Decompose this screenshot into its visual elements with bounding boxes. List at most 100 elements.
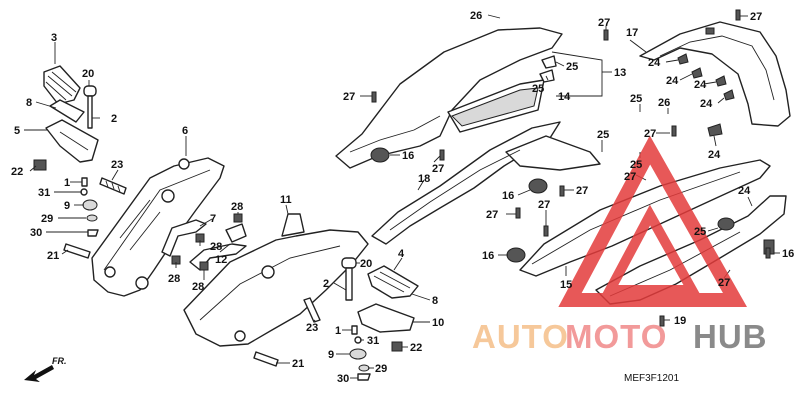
callout-16: 16 bbox=[402, 150, 414, 162]
callout-24: 24 bbox=[666, 75, 679, 87]
callout-12: 12 bbox=[215, 254, 227, 266]
callout-17: 17 bbox=[626, 27, 638, 39]
callout-5: 5 bbox=[14, 125, 20, 137]
rear-cowl-side-18 bbox=[371, 121, 601, 245]
front-arrow: FR. bbox=[24, 356, 67, 382]
callout-31: 31 bbox=[367, 335, 379, 347]
callout-23: 23 bbox=[111, 159, 123, 171]
callout-14: 14 bbox=[558, 91, 571, 103]
rear-cowl-upper bbox=[335, 27, 563, 169]
drawing-code: MEF3F1201 bbox=[624, 373, 679, 384]
callout-27: 27 bbox=[624, 171, 636, 183]
grommets-16-upper bbox=[370, 147, 390, 163]
pin-upper bbox=[83, 85, 97, 129]
callout-22: 22 bbox=[11, 166, 23, 178]
callout-4: 4 bbox=[398, 248, 405, 260]
callout-28: 28 bbox=[231, 201, 243, 213]
step-holder-bracket bbox=[91, 157, 225, 297]
callout-27: 27 bbox=[598, 17, 610, 29]
callout-20: 20 bbox=[82, 68, 94, 80]
watermark-moto: MOTO bbox=[565, 318, 667, 355]
stay-7 bbox=[161, 219, 207, 257]
front-label: FR. bbox=[52, 356, 67, 366]
callout-29: 29 bbox=[41, 213, 53, 225]
callout-24: 24 bbox=[648, 57, 661, 69]
callout-8: 8 bbox=[432, 295, 438, 307]
clips-25-upper bbox=[539, 55, 557, 83]
callout-28: 28 bbox=[210, 241, 222, 253]
callout-10: 10 bbox=[432, 317, 444, 329]
callout-27: 27 bbox=[343, 91, 355, 103]
grommets-16-lower bbox=[506, 217, 735, 263]
pin-center bbox=[341, 257, 357, 301]
callout-27: 27 bbox=[750, 11, 762, 23]
callout-25: 25 bbox=[630, 159, 642, 171]
callout-1: 1 bbox=[64, 177, 70, 189]
watermark-hub: HUB bbox=[693, 318, 768, 355]
callout-26: 26 bbox=[470, 10, 482, 22]
callout-28: 28 bbox=[168, 273, 180, 285]
callout-27: 27 bbox=[576, 185, 588, 197]
callout-21: 21 bbox=[47, 250, 59, 262]
callout-24: 24 bbox=[700, 98, 713, 110]
bolt-21-left bbox=[63, 243, 91, 259]
callout-7: 7 bbox=[210, 213, 216, 225]
callout-2: 2 bbox=[323, 278, 329, 290]
bolt-small-left bbox=[33, 159, 47, 171]
callout-labels: 3 20 8 2 5 22 1 31 9 29 30 21 6 23 7 28 … bbox=[11, 10, 794, 385]
callout-11: 11 bbox=[280, 194, 292, 206]
callout-6: 6 bbox=[182, 125, 188, 137]
callout-30: 30 bbox=[30, 227, 42, 239]
callout-22: 22 bbox=[410, 342, 422, 354]
callout-28: 28 bbox=[192, 281, 204, 293]
callout-25: 25 bbox=[566, 61, 578, 73]
callout-27: 27 bbox=[486, 209, 498, 221]
callout-30: 30 bbox=[337, 373, 349, 385]
footpeg-10 bbox=[357, 303, 415, 333]
footpeg-bracket-small bbox=[49, 99, 85, 123]
callout-27: 27 bbox=[432, 163, 444, 175]
callout-9: 9 bbox=[328, 349, 334, 361]
bolt-23-left bbox=[99, 177, 127, 195]
callout-23: 23 bbox=[306, 322, 318, 334]
callout-27: 27 bbox=[538, 199, 550, 211]
washer-set-left bbox=[80, 177, 99, 237]
callout-27: 27 bbox=[644, 128, 656, 140]
bolt-23-center bbox=[303, 297, 321, 323]
leader-lines bbox=[24, 14, 780, 379]
callout-25: 25 bbox=[597, 129, 609, 141]
callout-8: 8 bbox=[26, 97, 32, 109]
callout-21: 21 bbox=[292, 358, 304, 370]
bolts-27 bbox=[371, 9, 771, 327]
callout-26: 26 bbox=[658, 97, 670, 109]
callout-16: 16 bbox=[482, 250, 494, 262]
callout-25: 25 bbox=[630, 93, 642, 105]
callout-9: 9 bbox=[64, 200, 70, 212]
callout-24: 24 bbox=[708, 149, 721, 161]
callout-3: 3 bbox=[51, 32, 57, 44]
bolt-21-center bbox=[253, 351, 279, 367]
callout-15: 15 bbox=[560, 279, 572, 291]
bolts-28 bbox=[171, 213, 243, 271]
callout-31: 31 bbox=[38, 187, 50, 199]
callout-25: 25 bbox=[532, 83, 544, 95]
footpeg-upper bbox=[45, 119, 99, 163]
callout-24: 24 bbox=[694, 79, 707, 91]
callout-25: 24 bbox=[738, 185, 751, 197]
callout-27: 16 bbox=[782, 248, 794, 260]
callout-18: 18 bbox=[418, 173, 430, 185]
callout-29: 29 bbox=[375, 363, 387, 375]
grommet-16-middle bbox=[528, 178, 548, 194]
callout-2: 2 bbox=[111, 113, 117, 125]
watermark-text: AUTO MOTO HUB bbox=[472, 318, 768, 355]
callout-27: 19 bbox=[674, 315, 686, 327]
step-rubber-4 bbox=[367, 265, 419, 299]
watermark-auto: AUTO bbox=[472, 318, 569, 355]
callout-19: 27 bbox=[718, 277, 730, 289]
step-rubber-upper bbox=[43, 65, 81, 105]
callout-20: 20 bbox=[360, 258, 372, 270]
clips-24 bbox=[677, 53, 735, 137]
callout-1: 1 bbox=[335, 325, 341, 337]
